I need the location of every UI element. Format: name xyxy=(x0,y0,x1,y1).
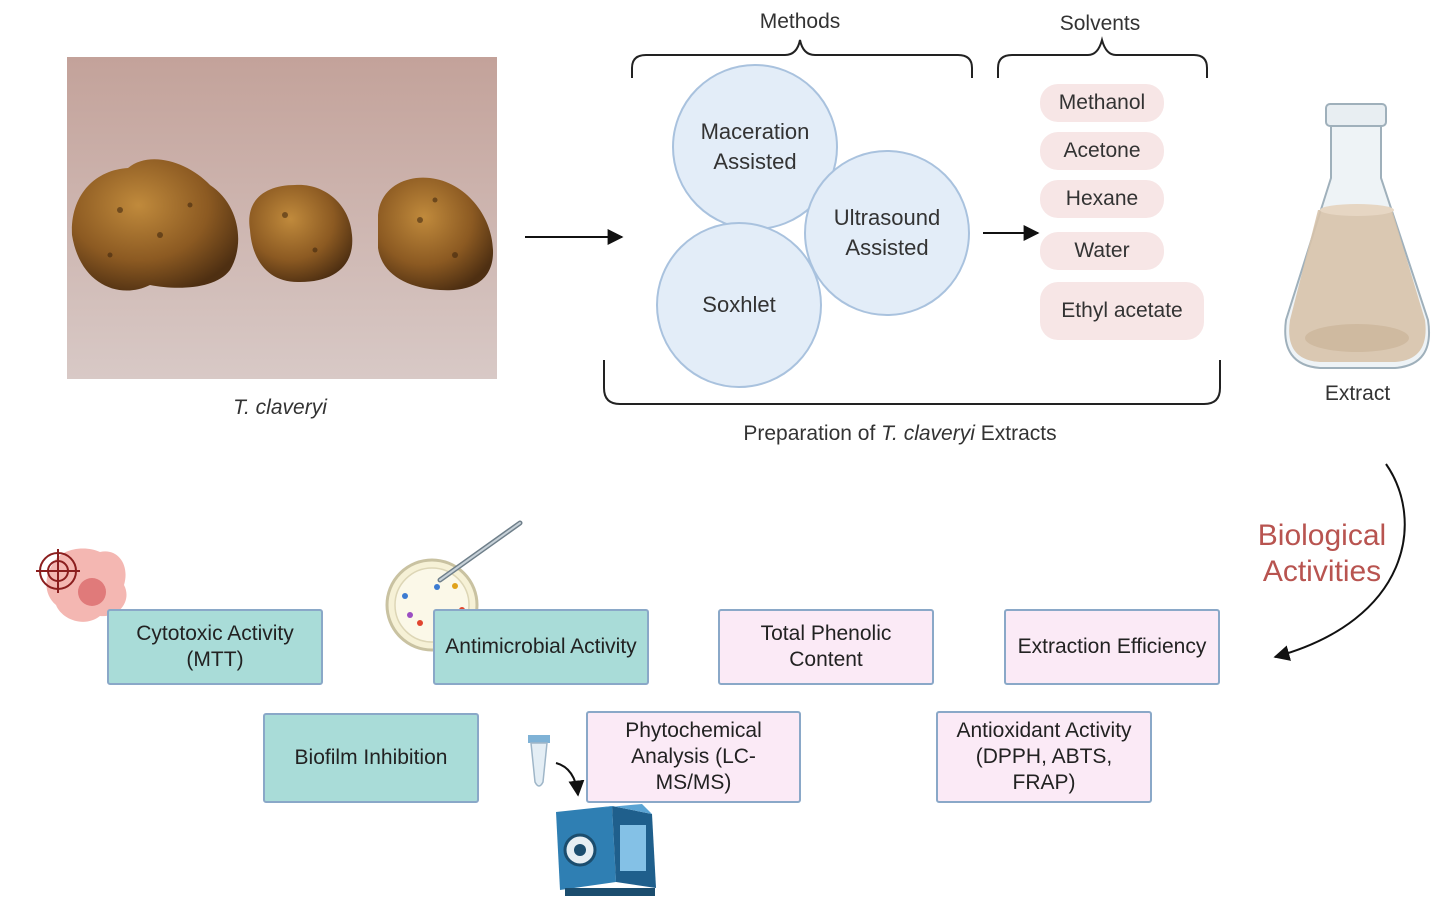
flask-icon xyxy=(1284,103,1430,369)
solvent-water: Water xyxy=(1040,232,1164,270)
assay-cytotoxic: Cytotoxic Activity (MTT) xyxy=(107,609,323,685)
assay-phytochemical: Phytochemical Analysis (LC-MS/MS) xyxy=(586,711,801,803)
biological-activities-label: Biological Activities xyxy=(1257,519,1387,588)
assay-biofilm-inhibition: Biofilm Inhibition xyxy=(263,713,479,803)
tuber-photo xyxy=(67,57,497,379)
solvent-methanol: Methanol xyxy=(1040,84,1164,122)
methods-header: Methods xyxy=(759,10,841,33)
preparation-suffix: Extracts xyxy=(980,422,1057,445)
preparation-label: Preparation of T. claveryi Extracts xyxy=(680,422,1120,446)
lcms-instrument-icon xyxy=(556,804,656,896)
assay-extraction-efficiency: Extraction Efficiency xyxy=(1004,609,1220,685)
assay-antimicrobial: Antimicrobial Activity xyxy=(433,609,649,685)
photo-caption: T. claveryi xyxy=(233,396,327,419)
cell-icon xyxy=(36,548,127,622)
method-maceration-assisted: Maceration Assisted xyxy=(672,64,838,230)
solvent-ethyl-acetate: Ethyl acetate xyxy=(1040,282,1204,340)
solvent-hexane: Hexane xyxy=(1040,180,1164,218)
preparation-species: T. claveryi xyxy=(881,422,975,445)
method-soxhlet: Soxhlet xyxy=(656,222,822,388)
method-ultrasound-assisted: Ultrasound Assisted xyxy=(804,150,970,316)
preparation-prefix: Preparation of xyxy=(743,422,876,445)
assay-antioxidant: Antioxidant Activity (DPPH, ABTS, FRAP) xyxy=(936,711,1152,803)
tube-icon xyxy=(528,735,550,787)
solvents-header: Solvents xyxy=(1059,12,1141,35)
extract-label: Extract xyxy=(1324,382,1391,405)
solvent-acetone: Acetone xyxy=(1040,132,1164,170)
assay-total-phenolic: Total Phenolic Content xyxy=(718,609,934,685)
